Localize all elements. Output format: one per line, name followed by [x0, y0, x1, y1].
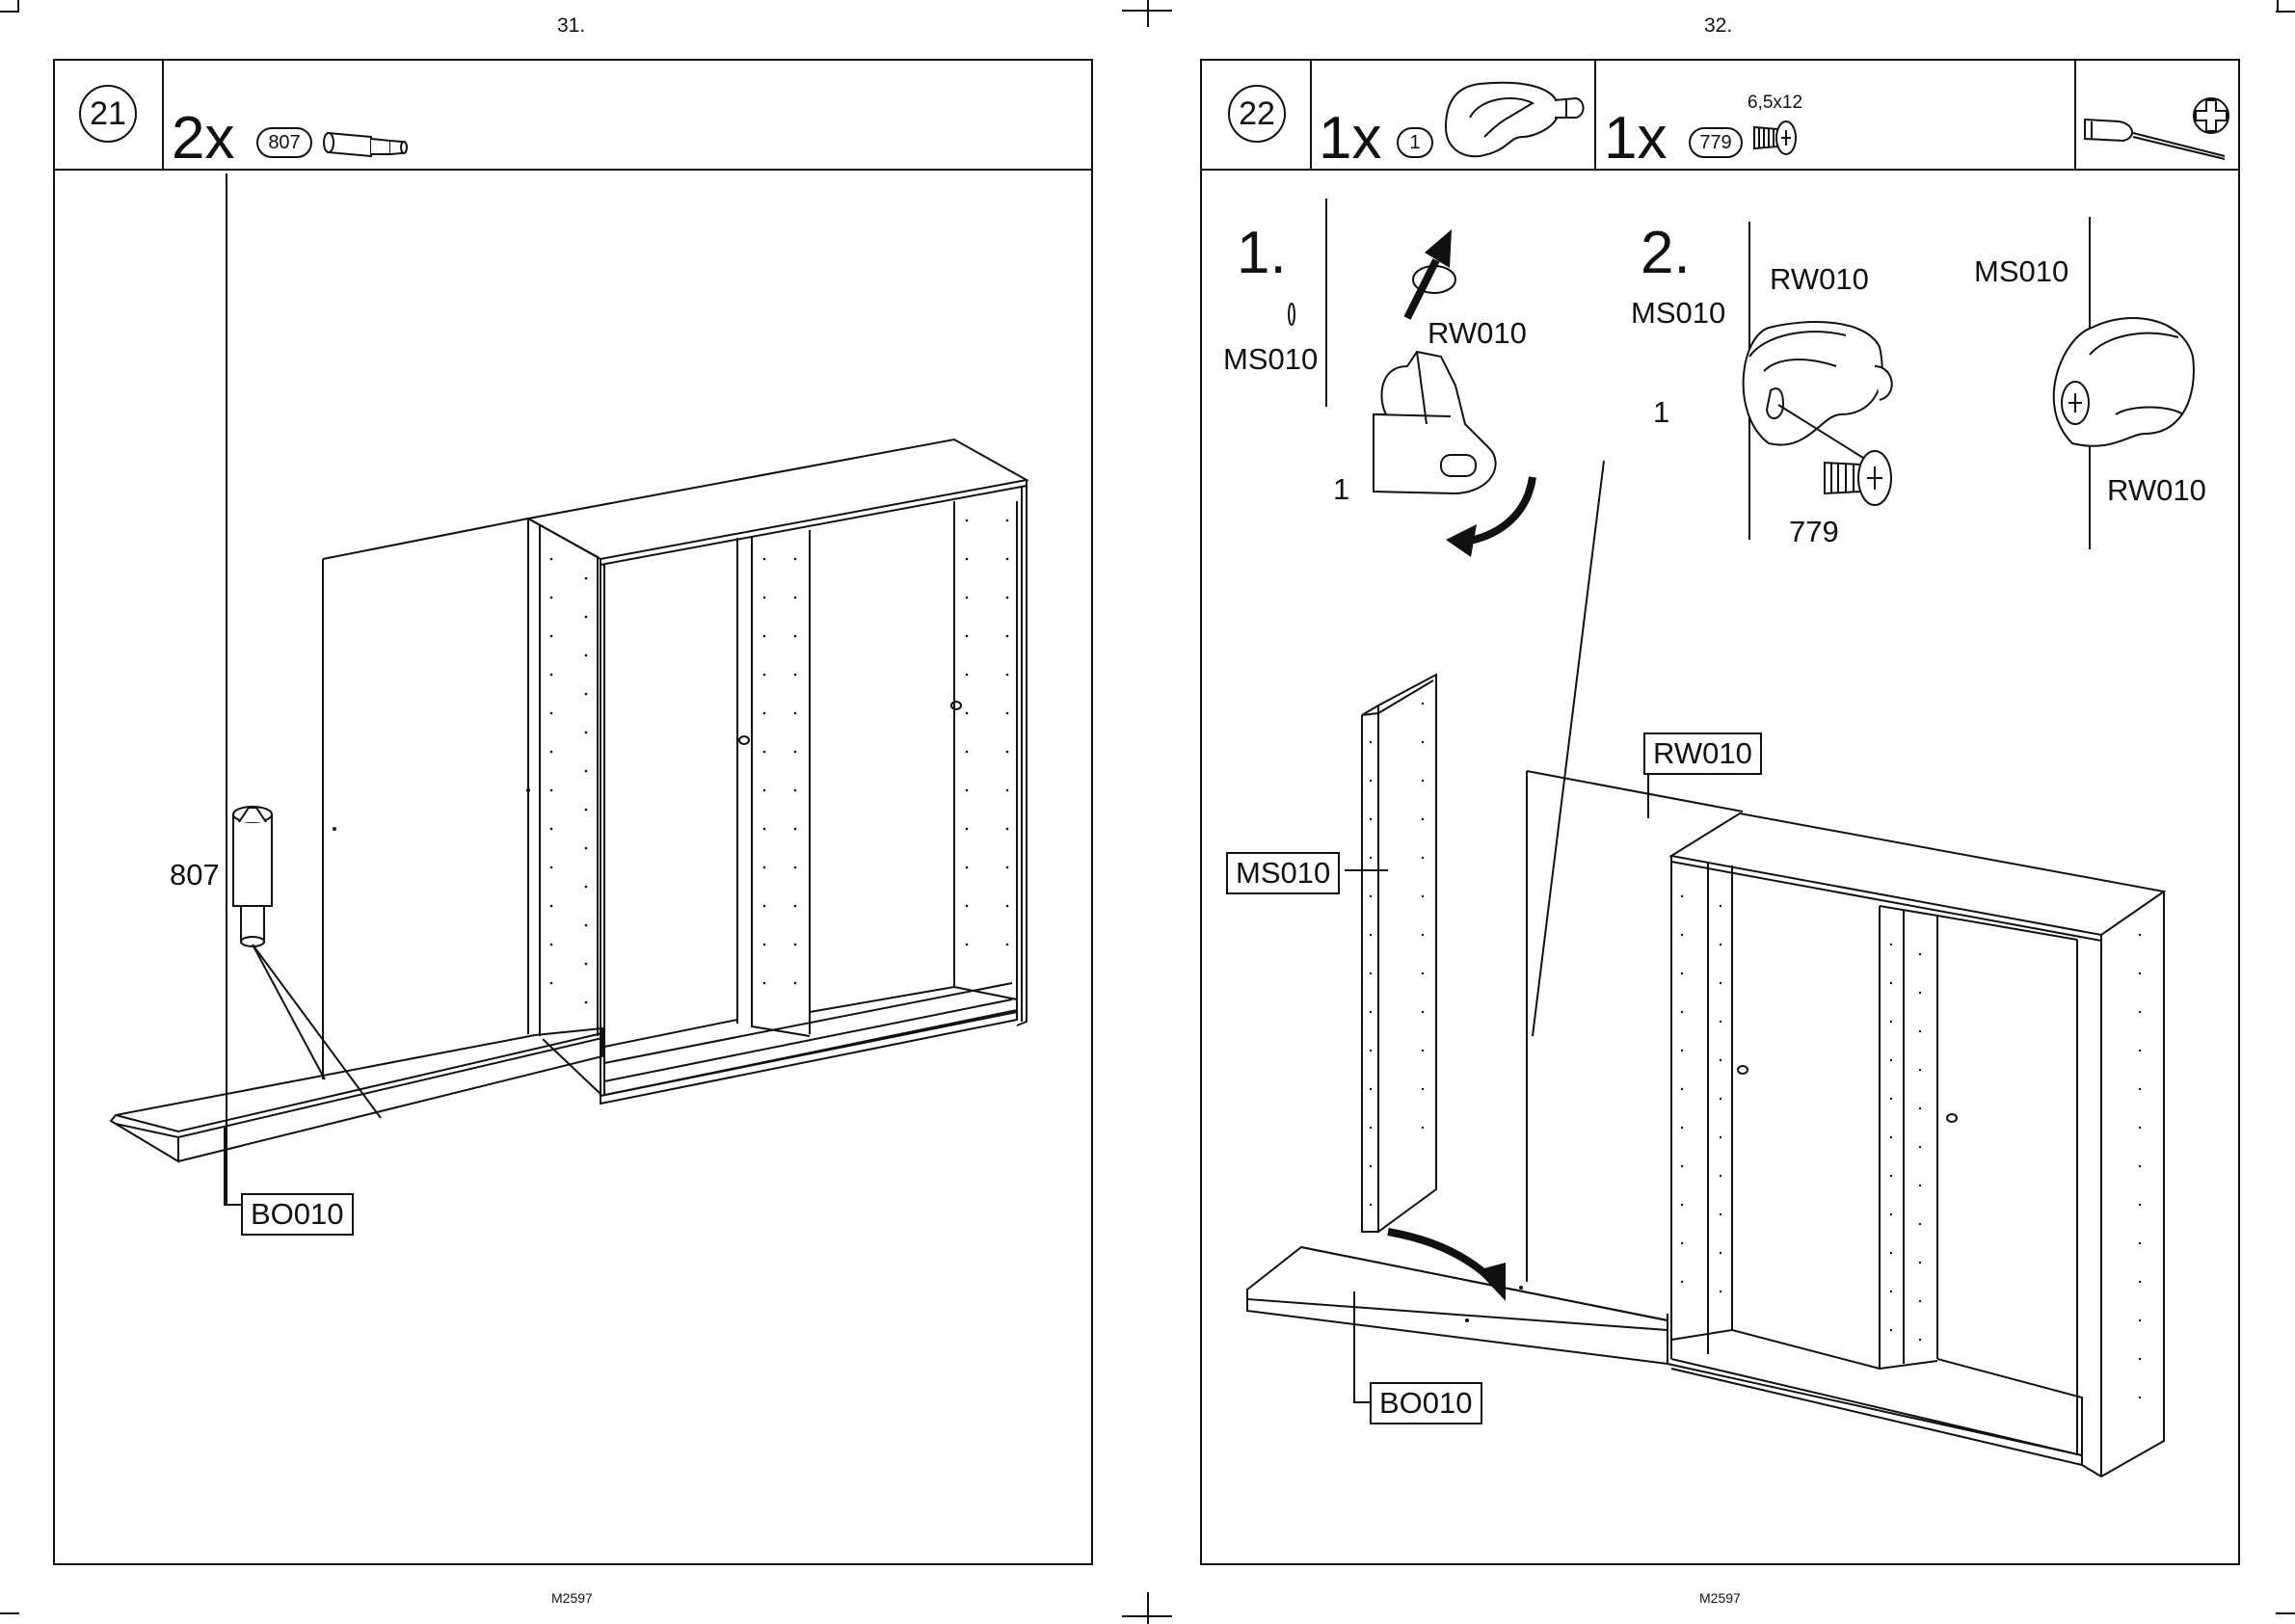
label-ms010: MS010 — [1226, 852, 1340, 894]
screw-size: 6,5x12 — [1748, 93, 1802, 114]
right-header-sep-1 — [1310, 59, 1312, 170]
label-bo010-left: BO010 — [241, 1193, 354, 1236]
footer-code-left: M2597 — [551, 1590, 593, 1606]
quantity-1x-bracket: 1x — [1319, 109, 1381, 169]
right-header-sep-3 — [2074, 59, 2076, 170]
bracket-icon — [1441, 79, 1590, 162]
left-header-separator — [162, 59, 164, 170]
screw-icon — [1749, 118, 1807, 158]
quantity-2x: 2x — [172, 109, 234, 169]
part-number-1: 1 — [1397, 127, 1433, 158]
step-number-21: 21 — [79, 85, 137, 143]
label-bo010-right: BO010 — [1370, 1382, 1482, 1424]
phillips-icon — [2194, 98, 2228, 133]
quantity-1x-screw: 1x — [1604, 109, 1667, 169]
label-rw010: RW010 — [1643, 732, 1762, 775]
part-number-807: 807 — [256, 127, 312, 158]
page-number-left: 31. — [557, 14, 585, 38]
footer-code-right: M2597 — [1699, 1590, 1741, 1606]
right-header-sep-2 — [1594, 59, 1596, 170]
step-number-22: 22 — [1228, 85, 1286, 143]
ms010-leader-line — [1345, 856, 1393, 885]
dowel-icon — [323, 123, 410, 162]
callout-807: 807 — [170, 858, 220, 892]
screwdriver-icon — [2080, 93, 2234, 170]
page-number-right: 32. — [1704, 14, 1732, 38]
detail2-part-1: 1 — [1653, 395, 1669, 430]
part-number-779: 779 — [1689, 127, 1743, 158]
